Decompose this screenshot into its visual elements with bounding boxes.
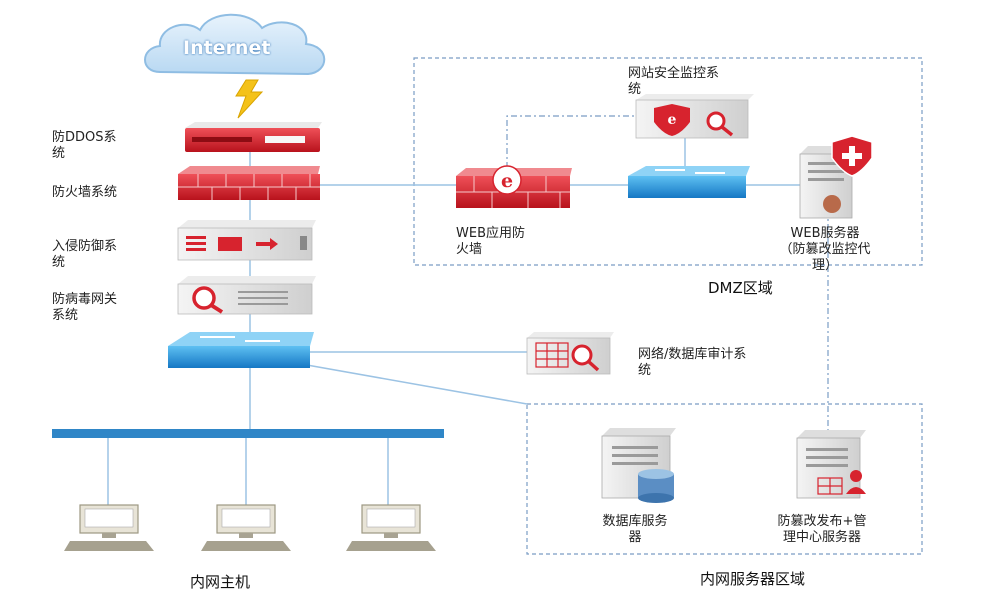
- dmz-zone-box: [413, 57, 923, 266]
- internet-label: Internet: [183, 37, 271, 59]
- ips-label: 入侵防御系 统: [52, 239, 118, 270]
- tamper-proof-server-icon: [796, 430, 866, 499]
- ddos-label: 防DDOS系 统: [52, 130, 117, 161]
- audit-system-icon: [526, 332, 614, 375]
- server-zone-box: [526, 403, 923, 555]
- web-monitor-label: 网站安全监控系 统: [628, 66, 720, 97]
- lan-bus: [52, 429, 444, 438]
- db-server-label: 数据库服务 器: [602, 514, 668, 545]
- ips-appliance-icon: [177, 220, 316, 261]
- audit-label: 网络/数据库审计系 统: [638, 347, 747, 378]
- svg-text:e: e: [668, 112, 677, 128]
- server-zone-label: 内网服务器区域: [700, 570, 806, 588]
- dmz-switch-icon: [628, 166, 750, 198]
- tamper-server-label: 防篡改发布+管 理中心服务器: [777, 514, 867, 545]
- dashed-links: [506, 115, 829, 432]
- intranet-host-icon: [346, 504, 436, 551]
- firewall-icon: [178, 166, 320, 200]
- antivirus-label: 防病毒网关 系统: [52, 292, 118, 323]
- database-server-icon: [601, 428, 676, 503]
- web-server-icon: [799, 135, 873, 219]
- intranet-host-icon: [201, 504, 291, 551]
- intranet-hosts-label: 内网主机: [190, 573, 251, 591]
- svg-text:e: e: [501, 170, 513, 192]
- core-switch-icon: [168, 332, 314, 368]
- lightning-icon: [235, 79, 264, 119]
- intranet-host-icon: [64, 504, 154, 551]
- internet-cloud-icon: [144, 13, 326, 76]
- waf-icon: e: [456, 165, 572, 208]
- firewall-label: 防火墙系统: [52, 185, 118, 200]
- ddos-appliance-icon: [185, 122, 322, 152]
- web-server-label: WEB服务器 （防篡改监控代 理）: [779, 226, 871, 273]
- dmz-zone-label: DMZ区域: [708, 279, 773, 297]
- antivirus-gateway-icon: [177, 276, 316, 315]
- web-monitor-appliance-icon: e: [635, 94, 754, 139]
- waf-label: WEB应用防 火墙: [456, 226, 525, 257]
